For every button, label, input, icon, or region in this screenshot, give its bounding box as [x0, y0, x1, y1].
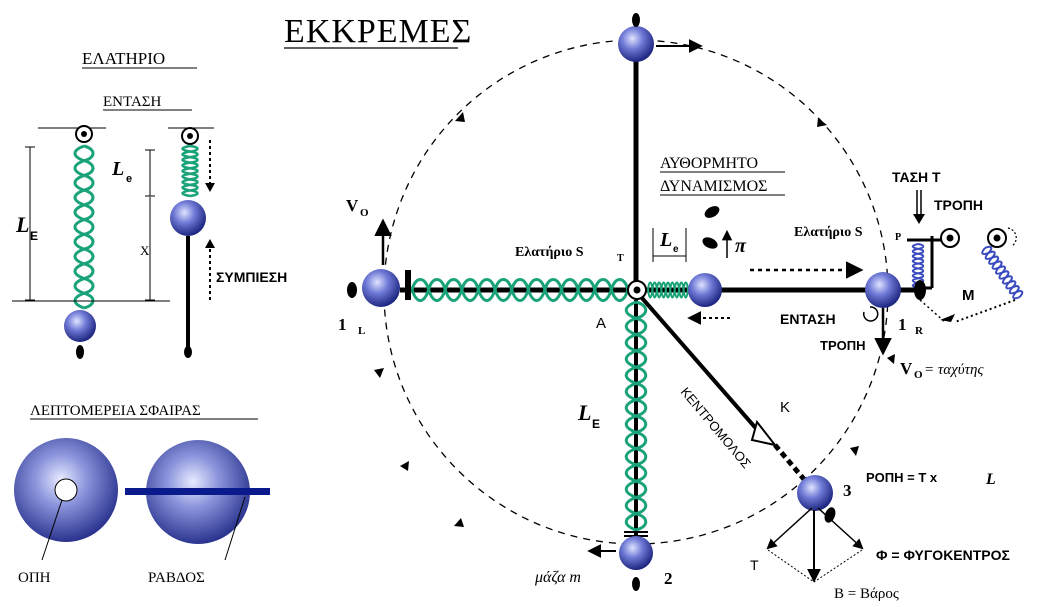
v0-label: V — [346, 196, 359, 215]
compression-label: ΣΥΜΠΙΕΣΗ — [216, 269, 287, 285]
length-e-sub: e — [126, 173, 132, 185]
pos-3-label: 3 — [843, 481, 852, 500]
tension-t-label: ΤΑΣΗ Τ — [892, 169, 941, 185]
compressed-spring — [181, 144, 199, 198]
tension-label: ΕΝΤΑΣΗ — [780, 311, 836, 327]
length-E-sub: E — [30, 229, 38, 243]
sphere-2 — [619, 536, 653, 570]
self-start-line2: ΔΥΝΑΜΙΣΜΟΣ — [660, 178, 767, 195]
pi-label: π — [735, 235, 747, 257]
v0-sub: O — [360, 207, 369, 219]
spring-Le — [647, 281, 689, 299]
diagram-title: ΕΚΚΡΕΜΕΣ — [284, 13, 472, 50]
spring-ST-sub: T — [617, 253, 624, 264]
hole-label: ΟΠΗ — [18, 570, 51, 586]
spring-sp-sub: P — [895, 232, 901, 243]
sphere-3 — [797, 475, 833, 511]
extended-spring — [73, 144, 95, 310]
weight-label: B = Βάρος — [834, 586, 899, 602]
spring-LE — [624, 300, 648, 532]
centrifugal-label: Φ = ΦΥΓΟΚΕΝΤΡΟΣ — [876, 547, 1010, 563]
spring-tension-label: ΕΝΤΑΣΗ — [103, 94, 162, 110]
center-A-label: A — [596, 315, 606, 332]
rod-label: ΡΑΒΔΟΣ — [148, 570, 205, 586]
spring-sp-label: Ελατήριο S — [794, 225, 863, 240]
pos-1R-sub: R — [915, 325, 924, 337]
k-label: K — [780, 399, 790, 416]
length-E-label: L — [15, 212, 29, 237]
le-label: L — [659, 229, 672, 251]
pos-2-label: 2 — [664, 569, 673, 588]
lE-label: L — [577, 400, 591, 425]
v0-speed-label: V — [900, 359, 913, 378]
spring-ST-label: Ελατήριο S — [515, 245, 584, 260]
sphere-1R — [865, 272, 901, 308]
spring-heading: ΕΛΑΤΗΡΙΟ — [82, 49, 165, 68]
sphere-1L — [362, 269, 400, 307]
right-spring-sphere — [170, 200, 206, 236]
le-sub: e — [673, 244, 679, 255]
inner-sphere — [688, 273, 722, 307]
moment-L: L — [985, 471, 996, 488]
torque-label-right: ΤΡΟΠΗ — [934, 197, 983, 213]
top-sphere — [618, 26, 654, 62]
pos-1L-label: 1 — [338, 315, 347, 334]
spring-ST — [410, 278, 630, 302]
left-spring-sphere — [64, 310, 96, 342]
mass-label: μάζα m — [534, 569, 581, 586]
self-start-line1: ΑΥΘΟΡΜΗΤΟ — [660, 155, 758, 172]
sphere-detail-heading: ΛΕΠΤΟΜΕΡΕΙΑ ΣΦΑΙΡΑΣ — [30, 403, 201, 419]
pos-1L-sub: L — [358, 325, 365, 337]
pos-1R-label: 1 — [898, 315, 907, 334]
moment-label: ΡΟΠΗ = T x — [866, 470, 938, 485]
m-label: M — [962, 287, 975, 304]
v0-speed-text: = ταχύτης — [924, 362, 984, 378]
spring-SP-rotated — [981, 245, 1024, 300]
length-e-label: L — [111, 158, 124, 180]
lE-sub: E — [592, 417, 600, 431]
v0-speed-sub: O — [914, 369, 923, 381]
t-label: T — [750, 557, 759, 573]
centripetal-label: ΚΕΝΤΡΟΜΟΛΟΣ — [678, 384, 754, 471]
torque-label-center: ΤΡΟΠΗ — [820, 338, 866, 353]
rod-detail — [125, 488, 270, 495]
x-label: X — [140, 243, 150, 258]
